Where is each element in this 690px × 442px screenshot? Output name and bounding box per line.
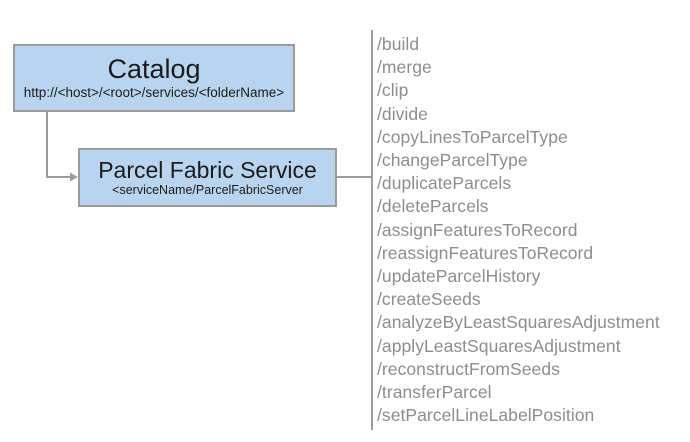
operation-item[interactable]: /updateParcelHistory xyxy=(377,266,541,287)
catalog-node-url: http://<host>/<root>/services/<folderNam… xyxy=(23,85,285,101)
connector-arrowhead-icon xyxy=(70,172,78,182)
operation-item[interactable]: /createSeeds xyxy=(377,289,481,310)
catalog-node-title: Catalog xyxy=(107,53,201,84)
operation-item[interactable]: /reassignFeaturesToRecord xyxy=(377,242,594,263)
operation-item[interactable]: /transferParcel xyxy=(377,382,492,403)
operation-item[interactable]: /assignFeaturesToRecord xyxy=(377,219,578,240)
parcel-fabric-service-node-path: <serviceName/ParcelFabricServer xyxy=(112,182,303,197)
catalog-node[interactable]: Catalog http://<host>/<root>/services/<f… xyxy=(13,44,295,112)
operation-item[interactable]: /reconstructFromSeeds xyxy=(377,358,560,379)
parcel-fabric-service-node-title: Parcel Fabric Service xyxy=(98,156,317,183)
operations-list: /build/merge/clip/divide/copyLinesToParc… xyxy=(377,33,682,427)
operation-item[interactable]: /duplicateParcels xyxy=(377,173,512,194)
connector-catalog-to-service-path xyxy=(46,112,70,178)
operation-item[interactable]: /build xyxy=(377,34,420,54)
operation-item[interactable]: /deleteParcels xyxy=(377,196,489,217)
operation-item[interactable]: /clip xyxy=(377,80,409,101)
operation-item[interactable]: /analyzeByLeastSquaresAdjustment xyxy=(377,312,660,333)
operation-item[interactable]: /changeParcelType xyxy=(377,150,528,171)
operation-item[interactable]: /copyLinesToParcelType xyxy=(377,126,568,147)
operation-item[interactable]: /setParcelLineLabelPosition xyxy=(377,405,595,426)
operation-item[interactable]: /applyLeastSquaresAdjustment xyxy=(377,335,621,356)
operation-item[interactable]: /merge xyxy=(377,57,432,78)
parcel-fabric-service-node[interactable]: Parcel Fabric Service <serviceName/Parce… xyxy=(78,148,337,207)
operation-item[interactable]: /divide xyxy=(377,103,428,124)
